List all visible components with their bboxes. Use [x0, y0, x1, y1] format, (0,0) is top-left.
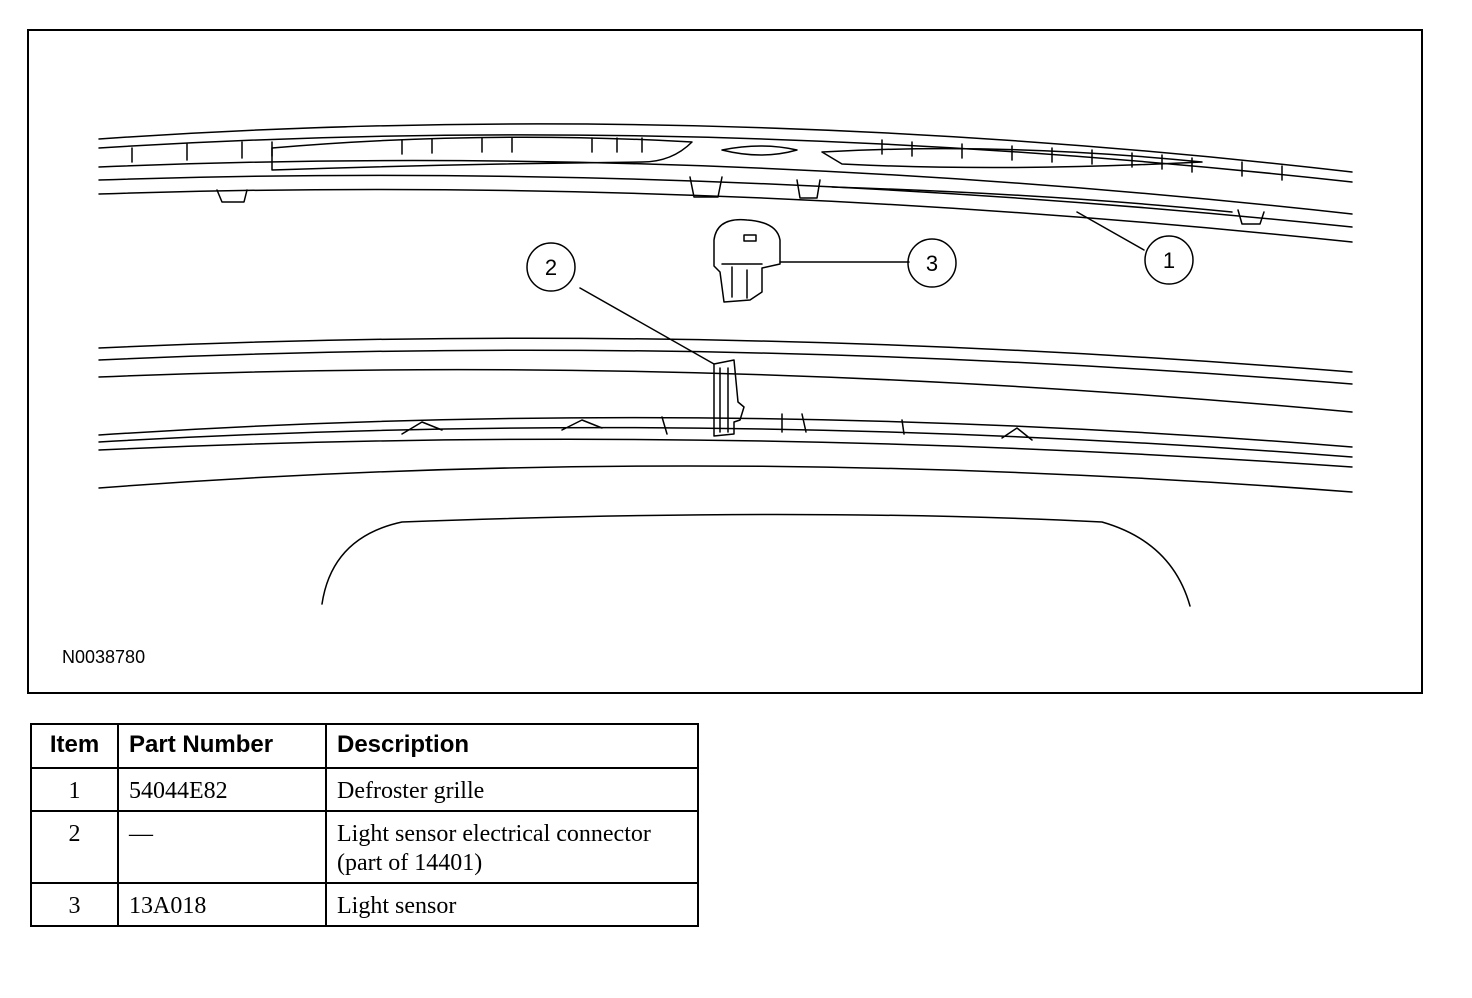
callout-label-1: 1	[1163, 248, 1175, 273]
header-part-number: Part Number	[117, 723, 327, 769]
part-number-cell: 54044E82	[117, 767, 327, 812]
leader-lines	[579, 211, 1145, 365]
description-cell: Light sensor	[325, 882, 699, 927]
callout-circle-1	[1144, 235, 1194, 285]
part-number-cell: —	[117, 810, 327, 884]
table-header-row: Item Part Number Description	[30, 723, 699, 769]
callout-label-3: 3	[926, 251, 938, 276]
callout-circle-2	[526, 242, 576, 292]
callout-circle-3	[907, 238, 957, 288]
part-number-cell: 13A018	[117, 882, 327, 927]
dashboard-lines	[98, 337, 1353, 607]
light-sensor-connector	[713, 359, 745, 437]
defroster-grille	[98, 123, 1353, 243]
parts-table: Item Part Number Description 1 54044E82 …	[30, 723, 699, 927]
parts-illustration: 2 3 1	[98, 123, 1353, 607]
description-cell: Light sensor electrical connector (part …	[325, 810, 699, 884]
callout-label-2: 2	[545, 255, 557, 280]
light-sensor	[713, 218, 781, 303]
header-item: Item	[30, 723, 119, 769]
figure-id: N0038780	[62, 647, 146, 667]
table-row: 1 54044E82 Defroster grille	[30, 767, 699, 812]
item-cell: 1	[30, 767, 119, 812]
header-description: Description	[325, 723, 699, 769]
table-row: 3 13A018 Light sensor	[30, 882, 699, 927]
item-cell: 2	[30, 810, 119, 884]
table-row: 2 — Light sensor electrical connector (p…	[30, 810, 699, 884]
item-cell: 3	[30, 882, 119, 927]
description-cell: Defroster grille	[325, 767, 699, 812]
figure-frame: 2 3 1 N0038780	[27, 29, 1423, 694]
